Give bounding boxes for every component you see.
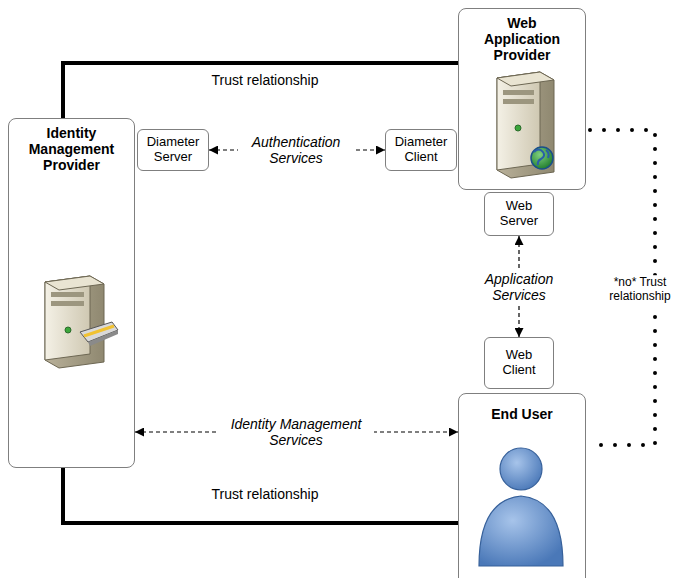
edge-label: *no* Trust relationship (606, 275, 673, 305)
edge-label: Application Services (469, 270, 570, 304)
node-title: Web Application Provider (476, 15, 568, 63)
server-icon (45, 276, 118, 368)
node-title: Diameter Server (143, 135, 203, 165)
provider-box: Web Application Provider (458, 8, 586, 190)
server-box: Web Server (484, 192, 554, 236)
node-title: Diameter Client (391, 135, 451, 165)
edge-label: Trust relationship (212, 72, 319, 88)
provider-box: Identity Management Provider (8, 118, 135, 468)
node-title: Identity Management Provider (20, 125, 124, 173)
edge-label: Authentication Services (238, 133, 354, 167)
node-title: Web Server (490, 199, 548, 229)
client-box: Web Client (484, 337, 554, 389)
web-server-icon (497, 72, 554, 178)
person-icon (479, 448, 563, 566)
edge-label: Trust relationship (212, 486, 319, 502)
client-box: Diameter Client (385, 129, 457, 171)
trust-line (63, 468, 458, 523)
trust-line (63, 63, 458, 118)
node-title: Web Client (490, 348, 548, 378)
edge-label: Identity Management Services (218, 415, 374, 449)
node-title: End User (491, 406, 552, 422)
user-box: End User (458, 393, 586, 578)
server-box: Diameter Server (137, 129, 209, 171)
